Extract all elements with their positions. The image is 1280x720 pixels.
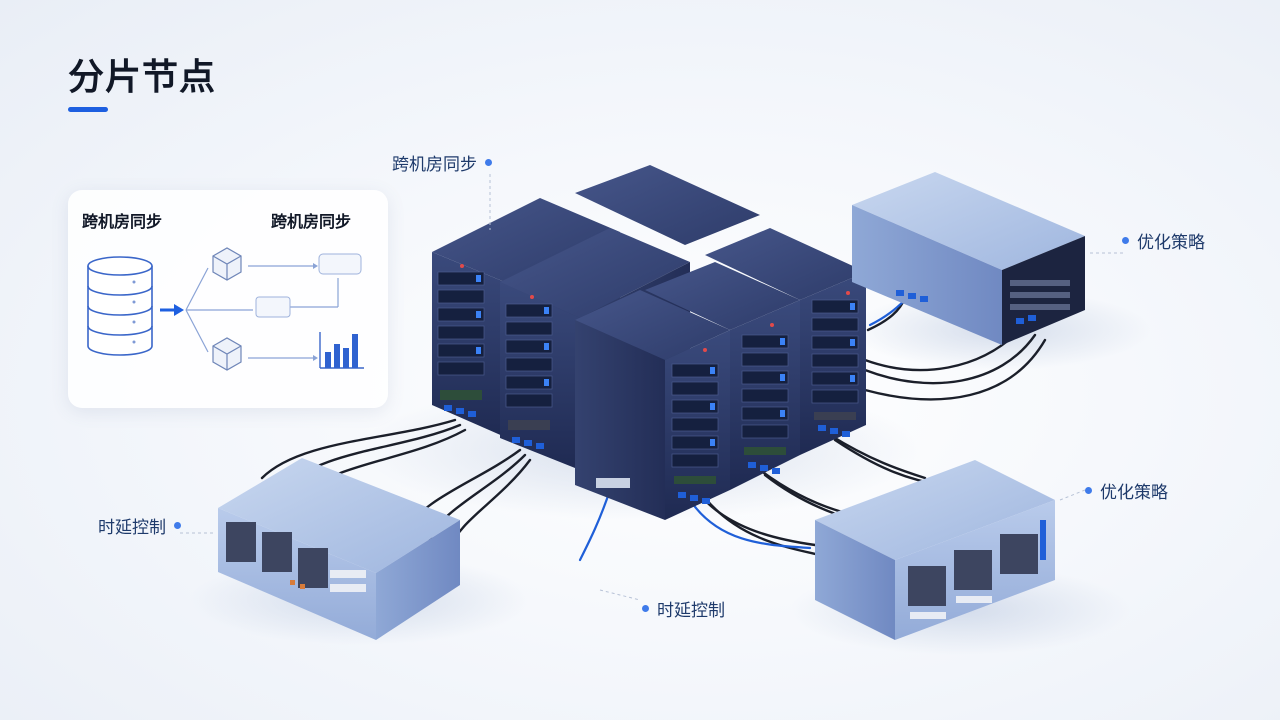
callout-label: 优化策略: [1137, 233, 1205, 253]
rack-server: [815, 460, 1055, 640]
title-underline: [68, 107, 108, 112]
server-tower: [645, 262, 800, 490]
callout-latency-left: 时延控制: [98, 513, 181, 538]
server-tower: [705, 228, 866, 455]
callout-dot: [1085, 487, 1092, 494]
callout-dot: [642, 605, 649, 612]
bar-chart-icon: [319, 332, 364, 369]
cube-icon: [212, 337, 242, 371]
server-tower: [575, 290, 730, 520]
callout-latency-bottom: 时延控制: [642, 596, 725, 621]
arrow-right-icon: [160, 304, 184, 316]
rack-server: [218, 458, 460, 640]
callout-dot: [174, 522, 181, 529]
callout-dot: [1122, 237, 1129, 244]
callout-cross-dc-sync: 跨机房同步: [392, 150, 492, 175]
sync-flow-panel: 跨机房同步 跨机房同步: [68, 190, 388, 408]
panel-right-title: 跨机房同步: [271, 212, 352, 231]
callout-optimize-bottom: 优化策略: [1085, 478, 1168, 503]
cube-icon: [212, 247, 242, 281]
callout-label: 跨机房同步: [392, 155, 477, 175]
panel-left-title: 跨机房同步: [82, 212, 163, 231]
database-icon: [87, 256, 153, 356]
flow-diagram: [87, 247, 364, 371]
rack-server: [852, 172, 1085, 345]
callout-dot: [485, 159, 492, 166]
callout-label: 时延控制: [98, 518, 166, 538]
callout-optimize-top: 优化策略: [1122, 228, 1205, 253]
page-title: 分片节点: [68, 57, 217, 98]
callout-label: 时延控制: [657, 601, 725, 621]
server-tower: [575, 165, 760, 245]
callout-label: 优化策略: [1100, 483, 1168, 503]
